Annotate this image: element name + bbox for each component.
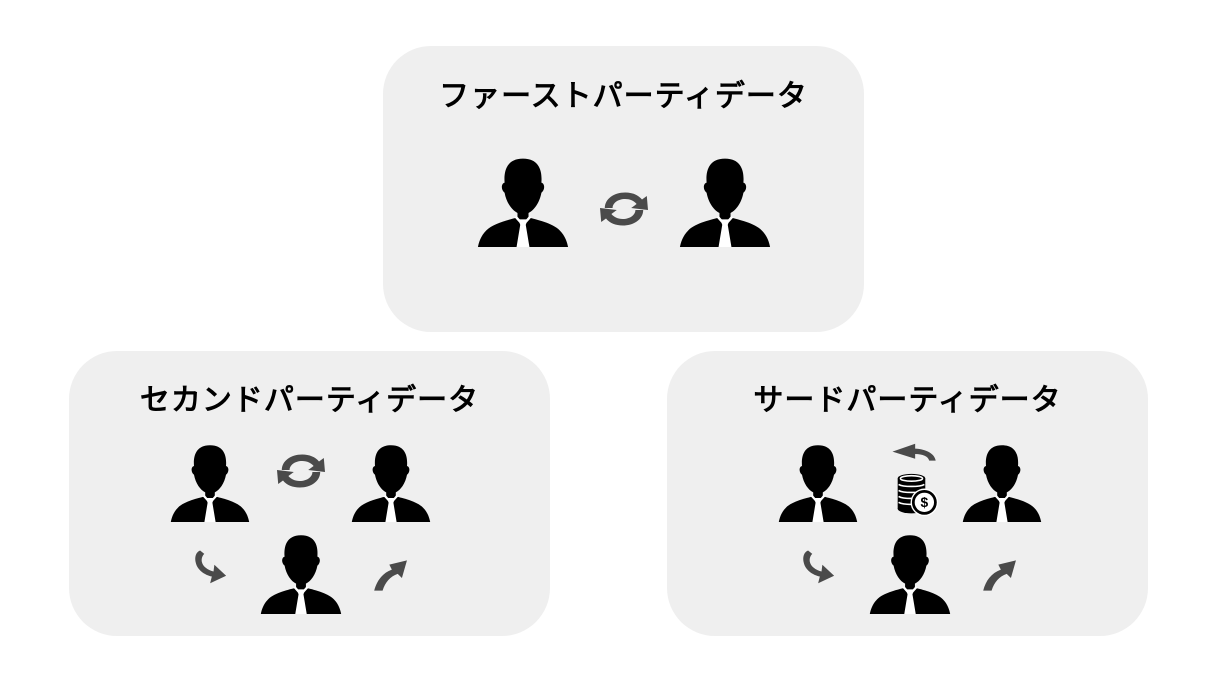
curved-arrow-back-icon: [886, 436, 940, 466]
coins-dollar-icon: $: [893, 472, 941, 518]
curved-arrow-down-right-icon: [798, 546, 840, 592]
person-icon: [260, 532, 342, 614]
curved-arrow-up-right-icon: [978, 552, 1022, 594]
curved-arrow-up-right-icon: [369, 552, 413, 594]
second-party-panel: セカンドパーティデータ: [69, 351, 550, 636]
third-party-title: サードパーティデータ: [753, 383, 1062, 418]
person-icon: [962, 442, 1042, 522]
person-icon: [170, 442, 250, 522]
curved-arrow-down-right-icon: [190, 546, 232, 592]
exchange-arrows-icon: [594, 184, 654, 234]
person-icon: [869, 532, 951, 614]
person-icon: [351, 442, 431, 522]
person-icon: [778, 442, 858, 522]
second-party-title: セカンドパーティデータ: [139, 383, 480, 418]
dollar-sign: $: [921, 495, 929, 510]
first-party-title: ファーストパーティデータ: [439, 79, 808, 114]
person-icon: [679, 155, 771, 247]
first-party-panel: ファーストパーティデータ: [383, 46, 864, 332]
exchange-arrows-icon: [271, 446, 331, 496]
person-icon: [477, 155, 569, 247]
